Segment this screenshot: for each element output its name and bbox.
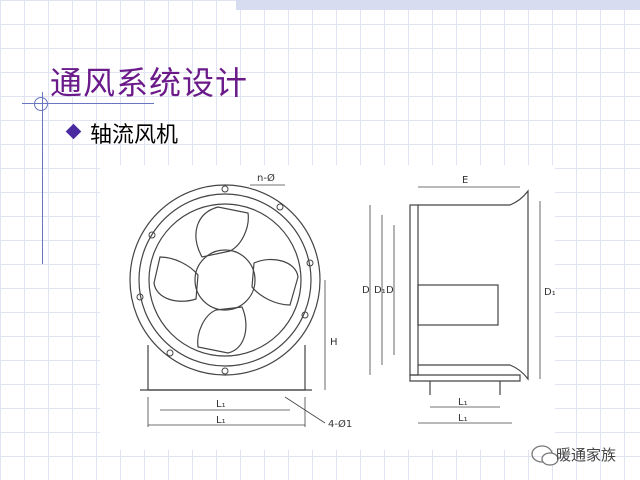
blade-3 (197, 306, 247, 354)
fan-technical-drawing: n-Ø H L₁ L₁ 4-Ø1 E D D₁ D D₁ L₁ L₁ (100, 165, 555, 450)
label-d3: D (386, 285, 394, 296)
side-view-labels: E D D₁ D D₁ L₁ L₁ (362, 175, 555, 424)
label-foot-holes: 4-Ø1 (328, 418, 352, 430)
blade-4 (153, 256, 199, 302)
slide-title: 通风系统设计 (50, 64, 249, 102)
label-d2: D₁ (374, 285, 386, 296)
front-base-stand (147, 345, 306, 391)
wechat-logo-icon (531, 445, 559, 466)
label-outer-d: D₁ (544, 287, 555, 298)
decor-vertical-line (42, 92, 43, 264)
label-height: H (330, 337, 338, 348)
label-length: E (462, 175, 468, 186)
side-casing (418, 189, 529, 381)
bullet-text: 轴流风机 (90, 123, 179, 148)
label-side-l1: L₁ (458, 397, 468, 408)
blade-1 (195, 206, 249, 258)
label-l1-inner: L₁ (216, 399, 226, 410)
side-flange-left (409, 204, 419, 376)
label-d1: D (362, 285, 370, 296)
decor-horizontal-line (22, 103, 154, 104)
blade-2 (251, 258, 299, 306)
leader-foot-holes (284, 396, 326, 424)
casing-ring (148, 203, 302, 357)
inner-flange-ring (138, 193, 312, 367)
hub (194, 249, 256, 311)
side-base-plate (409, 374, 521, 382)
label-l1-outer: L₁ (216, 415, 226, 426)
outer-flange-ring (129, 184, 321, 376)
label-bolt-holes: n-Ø (257, 172, 275, 184)
front-view (129, 184, 326, 427)
label-side-l1-outer: L₁ (458, 413, 468, 424)
decor-circle (34, 97, 48, 111)
side-view (369, 186, 541, 424)
side-motor (417, 284, 499, 326)
bolt-holes (136, 185, 314, 375)
side-base-feet (429, 381, 501, 395)
watermark-text: 暖通家族 (556, 446, 617, 464)
front-view-labels: n-Ø H L₁ L₁ 4-Ø1 (216, 172, 352, 430)
top-accent-band (236, 0, 640, 10)
